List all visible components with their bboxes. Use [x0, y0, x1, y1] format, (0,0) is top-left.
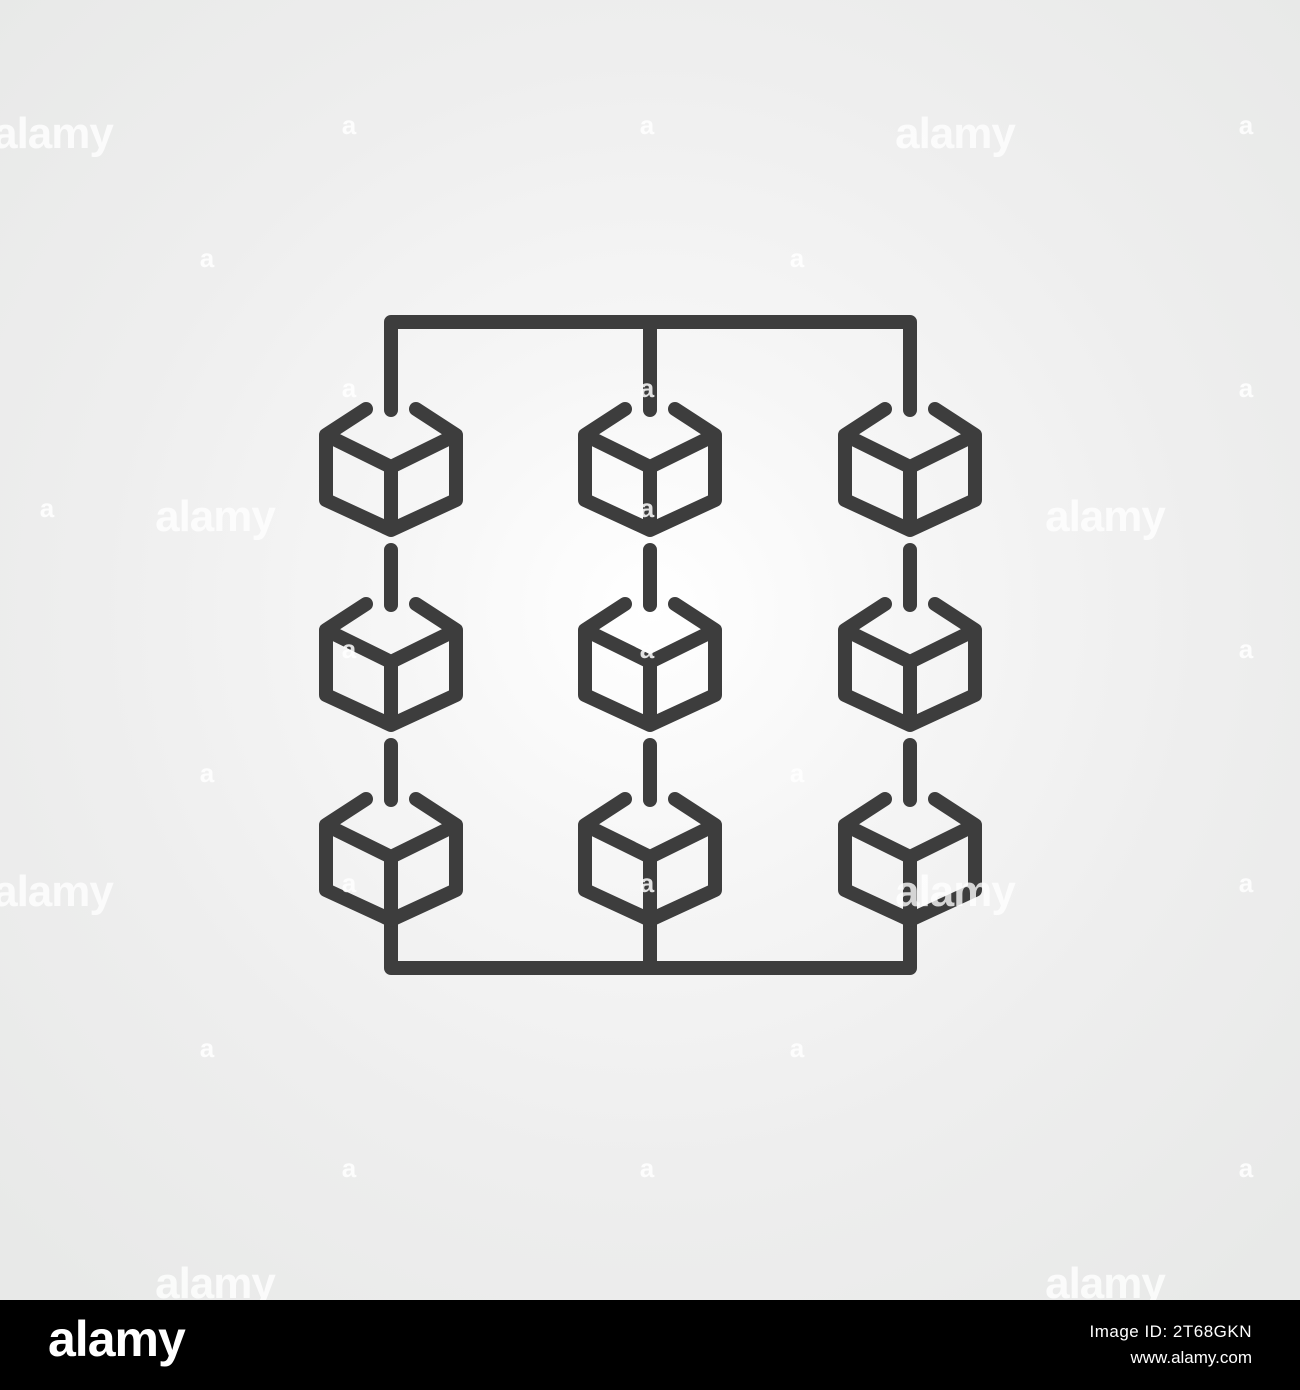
cube-outline [319, 792, 463, 927]
cube-outline [838, 402, 982, 537]
cube-outline [319, 597, 463, 732]
image-id-label: Image ID: 2T68GKN [1089, 1322, 1252, 1341]
top-bracket-line [384, 315, 917, 417]
blockchain-cubes-icon [319, 315, 982, 975]
cube-outline [578, 792, 722, 927]
cube-outline [838, 792, 982, 927]
cube-icon [578, 792, 722, 927]
footer-url: www.alamy.com [1130, 1348, 1252, 1367]
cube-outline [319, 402, 463, 537]
cube-outline [838, 597, 982, 732]
cube-outline [578, 597, 722, 732]
cube-icon [319, 402, 463, 537]
cube-icon [838, 402, 982, 537]
cube-icon [319, 597, 463, 732]
cube-icon [578, 597, 722, 732]
cube-icon [838, 597, 982, 732]
cube-outline [578, 402, 722, 537]
cube-icon [578, 402, 722, 537]
footer-bar: alamy Image ID: 2T68GKN www.alamy.com [0, 1300, 1300, 1390]
cube-grid [319, 402, 982, 927]
footer-logo: alamy [48, 1311, 186, 1367]
cube-icon [319, 792, 463, 927]
cube-icon [838, 792, 982, 927]
